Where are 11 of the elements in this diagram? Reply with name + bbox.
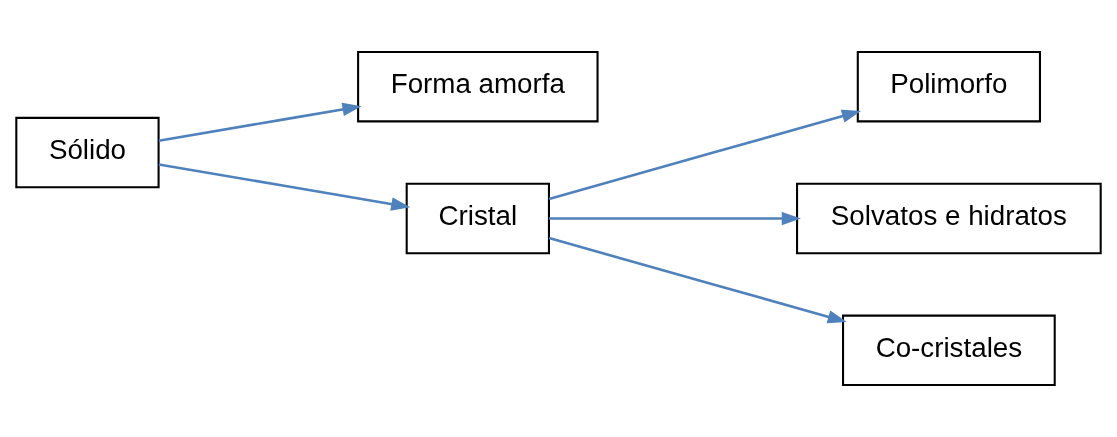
node-box: Co-cristales [842,314,1056,387]
node-box: Cristal [405,182,550,255]
arrow [158,102,362,142]
node-box: Forma amorfa [357,50,599,123]
node-box: Sólido [15,116,160,189]
node-box: Solvatos e hidratos [796,182,1102,255]
node-box: Polimorfo [856,50,1041,123]
arrow [548,236,847,324]
arrow [158,163,411,211]
arrow [549,211,801,226]
arrow [548,109,861,201]
